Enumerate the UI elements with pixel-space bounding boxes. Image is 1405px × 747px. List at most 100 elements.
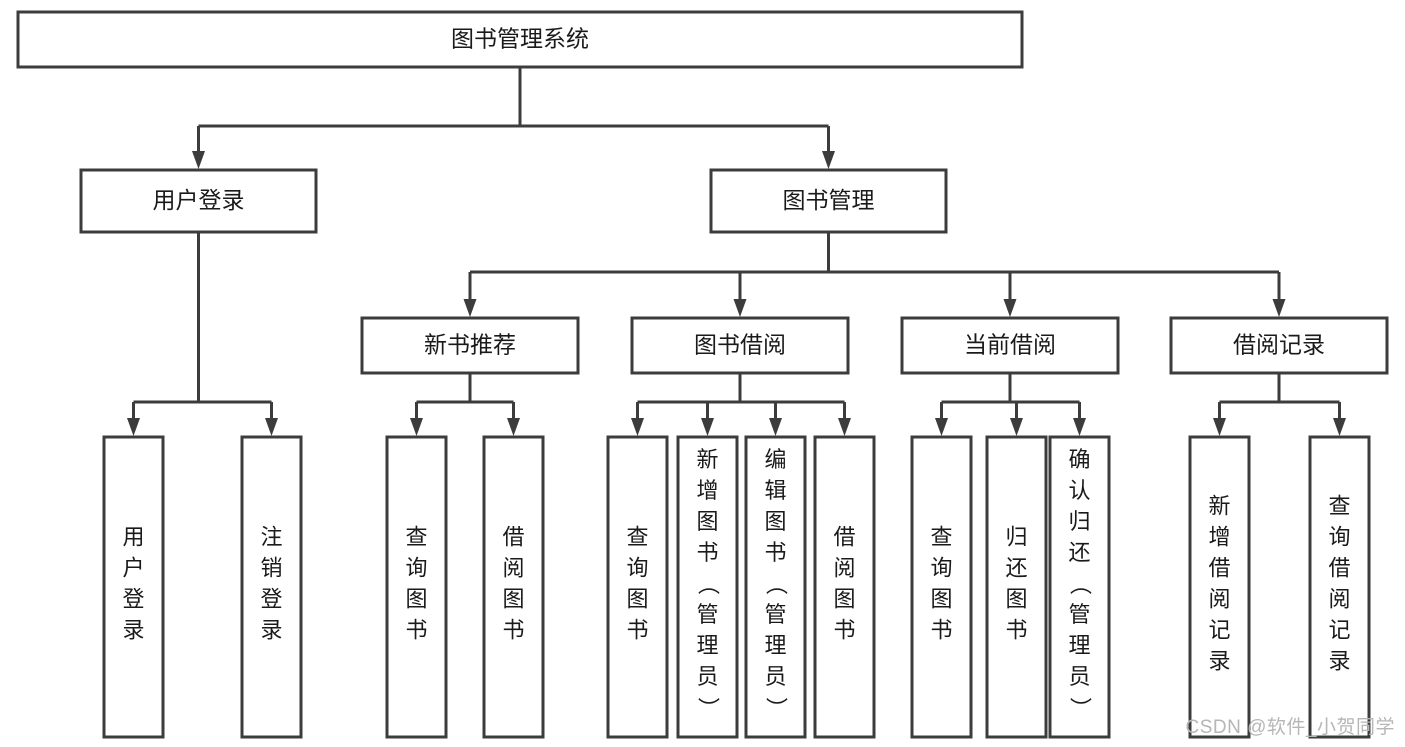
node-box[interactable] [102,435,165,739]
node-box[interactable] [709,168,948,234]
node-label-char: 图 [1005,587,1027,612]
connector-group-root [192,67,835,169]
connectors-layer [127,67,1346,436]
node-label-char: 查 [1328,494,1350,519]
node-label-char: 书 [626,618,648,643]
arrow-head-icon [822,151,835,169]
node-root[interactable]: 图书管理系统 [16,10,1024,69]
node-label: 借阅记录 [1233,332,1325,358]
node-label-char: 注 [260,525,282,550]
node-label-char: 书 [696,540,718,565]
node-label-char: 员 [696,664,718,689]
node-label: 图书借阅 [694,332,786,358]
node-label-char: 还 [1005,556,1027,581]
node-label-char: 阅 [1208,587,1230,612]
node-label-char: 还 [1068,540,1090,565]
node-box[interactable] [985,435,1048,739]
node-label-char: 询 [930,556,952,581]
node-box[interactable] [900,316,1120,375]
arrow-head-icon [1333,418,1346,436]
node-box[interactable] [79,168,318,234]
connector-group-book-borrow [631,373,851,436]
node-box[interactable] [360,316,580,375]
node-label-char: 理 [696,633,718,658]
node-label-char: 查 [405,525,427,550]
node-user-login[interactable]: 用户登录 [79,168,318,234]
node-box[interactable] [676,435,739,739]
node-box[interactable] [1048,435,1111,739]
node-label-char: （ [1068,573,1093,595]
node-label-char: 录 [1328,649,1350,674]
node-label-char: 书 [1005,618,1027,643]
node-label-char: 书 [833,618,855,643]
node-label: 用户登录 [153,187,245,213]
node-box[interactable] [1188,435,1251,739]
node-label-char: 户 [122,556,144,581]
node-box[interactable] [482,435,545,739]
node-box[interactable] [385,435,448,739]
node-book-manage[interactable]: 图书管理 [709,168,948,234]
arrow-head-icon [701,418,714,436]
node-label-char: 阅 [502,556,524,581]
node-box[interactable] [1169,316,1389,375]
arrow-head-icon [935,418,948,436]
node-new-book-rec[interactable]: 新书推荐 [360,316,580,375]
node-label-char: 询 [405,556,427,581]
node-box[interactable] [813,435,876,739]
node-label-char: 增 [1208,525,1230,550]
node-label: 图书管理 [783,187,875,213]
node-leaf-user-login[interactable]: 用户登录 [102,435,165,739]
node-box[interactable] [910,435,973,739]
node-label-char: 图 [930,587,952,612]
node-box[interactable] [16,10,1024,69]
connector-group-book-manage [463,232,1286,317]
node-label-char: 图 [405,587,427,612]
node-label-char: 登 [260,587,282,612]
node-label-char: 图 [833,587,855,612]
arrow-head-icon [1272,299,1286,317]
node-label-char: 员 [764,664,786,689]
node-label-char: 理 [764,633,786,658]
node-current-borrow[interactable]: 当前借阅 [900,316,1120,375]
node-box[interactable] [744,435,807,739]
node-box[interactable] [240,435,303,739]
node-label-char: 管 [1068,602,1090,627]
node-label-char: 管 [696,602,718,627]
node-label-char: 销 [260,556,282,581]
node-label-char: 书 [930,618,952,643]
node-label-char: 登 [122,587,144,612]
arrow-head-icon [410,418,423,436]
node-book-borrow[interactable]: 图书借阅 [630,316,850,375]
node-label: 当前借阅 [964,332,1056,358]
arrow-head-icon [838,418,851,436]
node-borrow-record[interactable]: 借阅记录 [1169,316,1389,375]
arrow-head-icon [192,151,205,169]
node-box[interactable] [1308,435,1371,739]
arrow-head-icon [769,418,782,436]
arrow-head-icon [507,418,520,436]
connector-group-user-login [127,232,278,436]
node-box[interactable] [630,316,850,375]
csdn-watermark: CSDN @软件_小贺同学 [1185,717,1395,738]
node-label-char: 查 [930,525,952,550]
node-label: 图书管理系统 [451,26,589,52]
node-label-char: 新 [1208,494,1230,519]
node-box[interactable] [606,435,669,739]
arrow-head-icon [1073,418,1086,436]
node-label-char: 员 [1068,664,1090,689]
node-label-char: 归 [1005,525,1027,550]
node-label-char: 图 [502,587,524,612]
